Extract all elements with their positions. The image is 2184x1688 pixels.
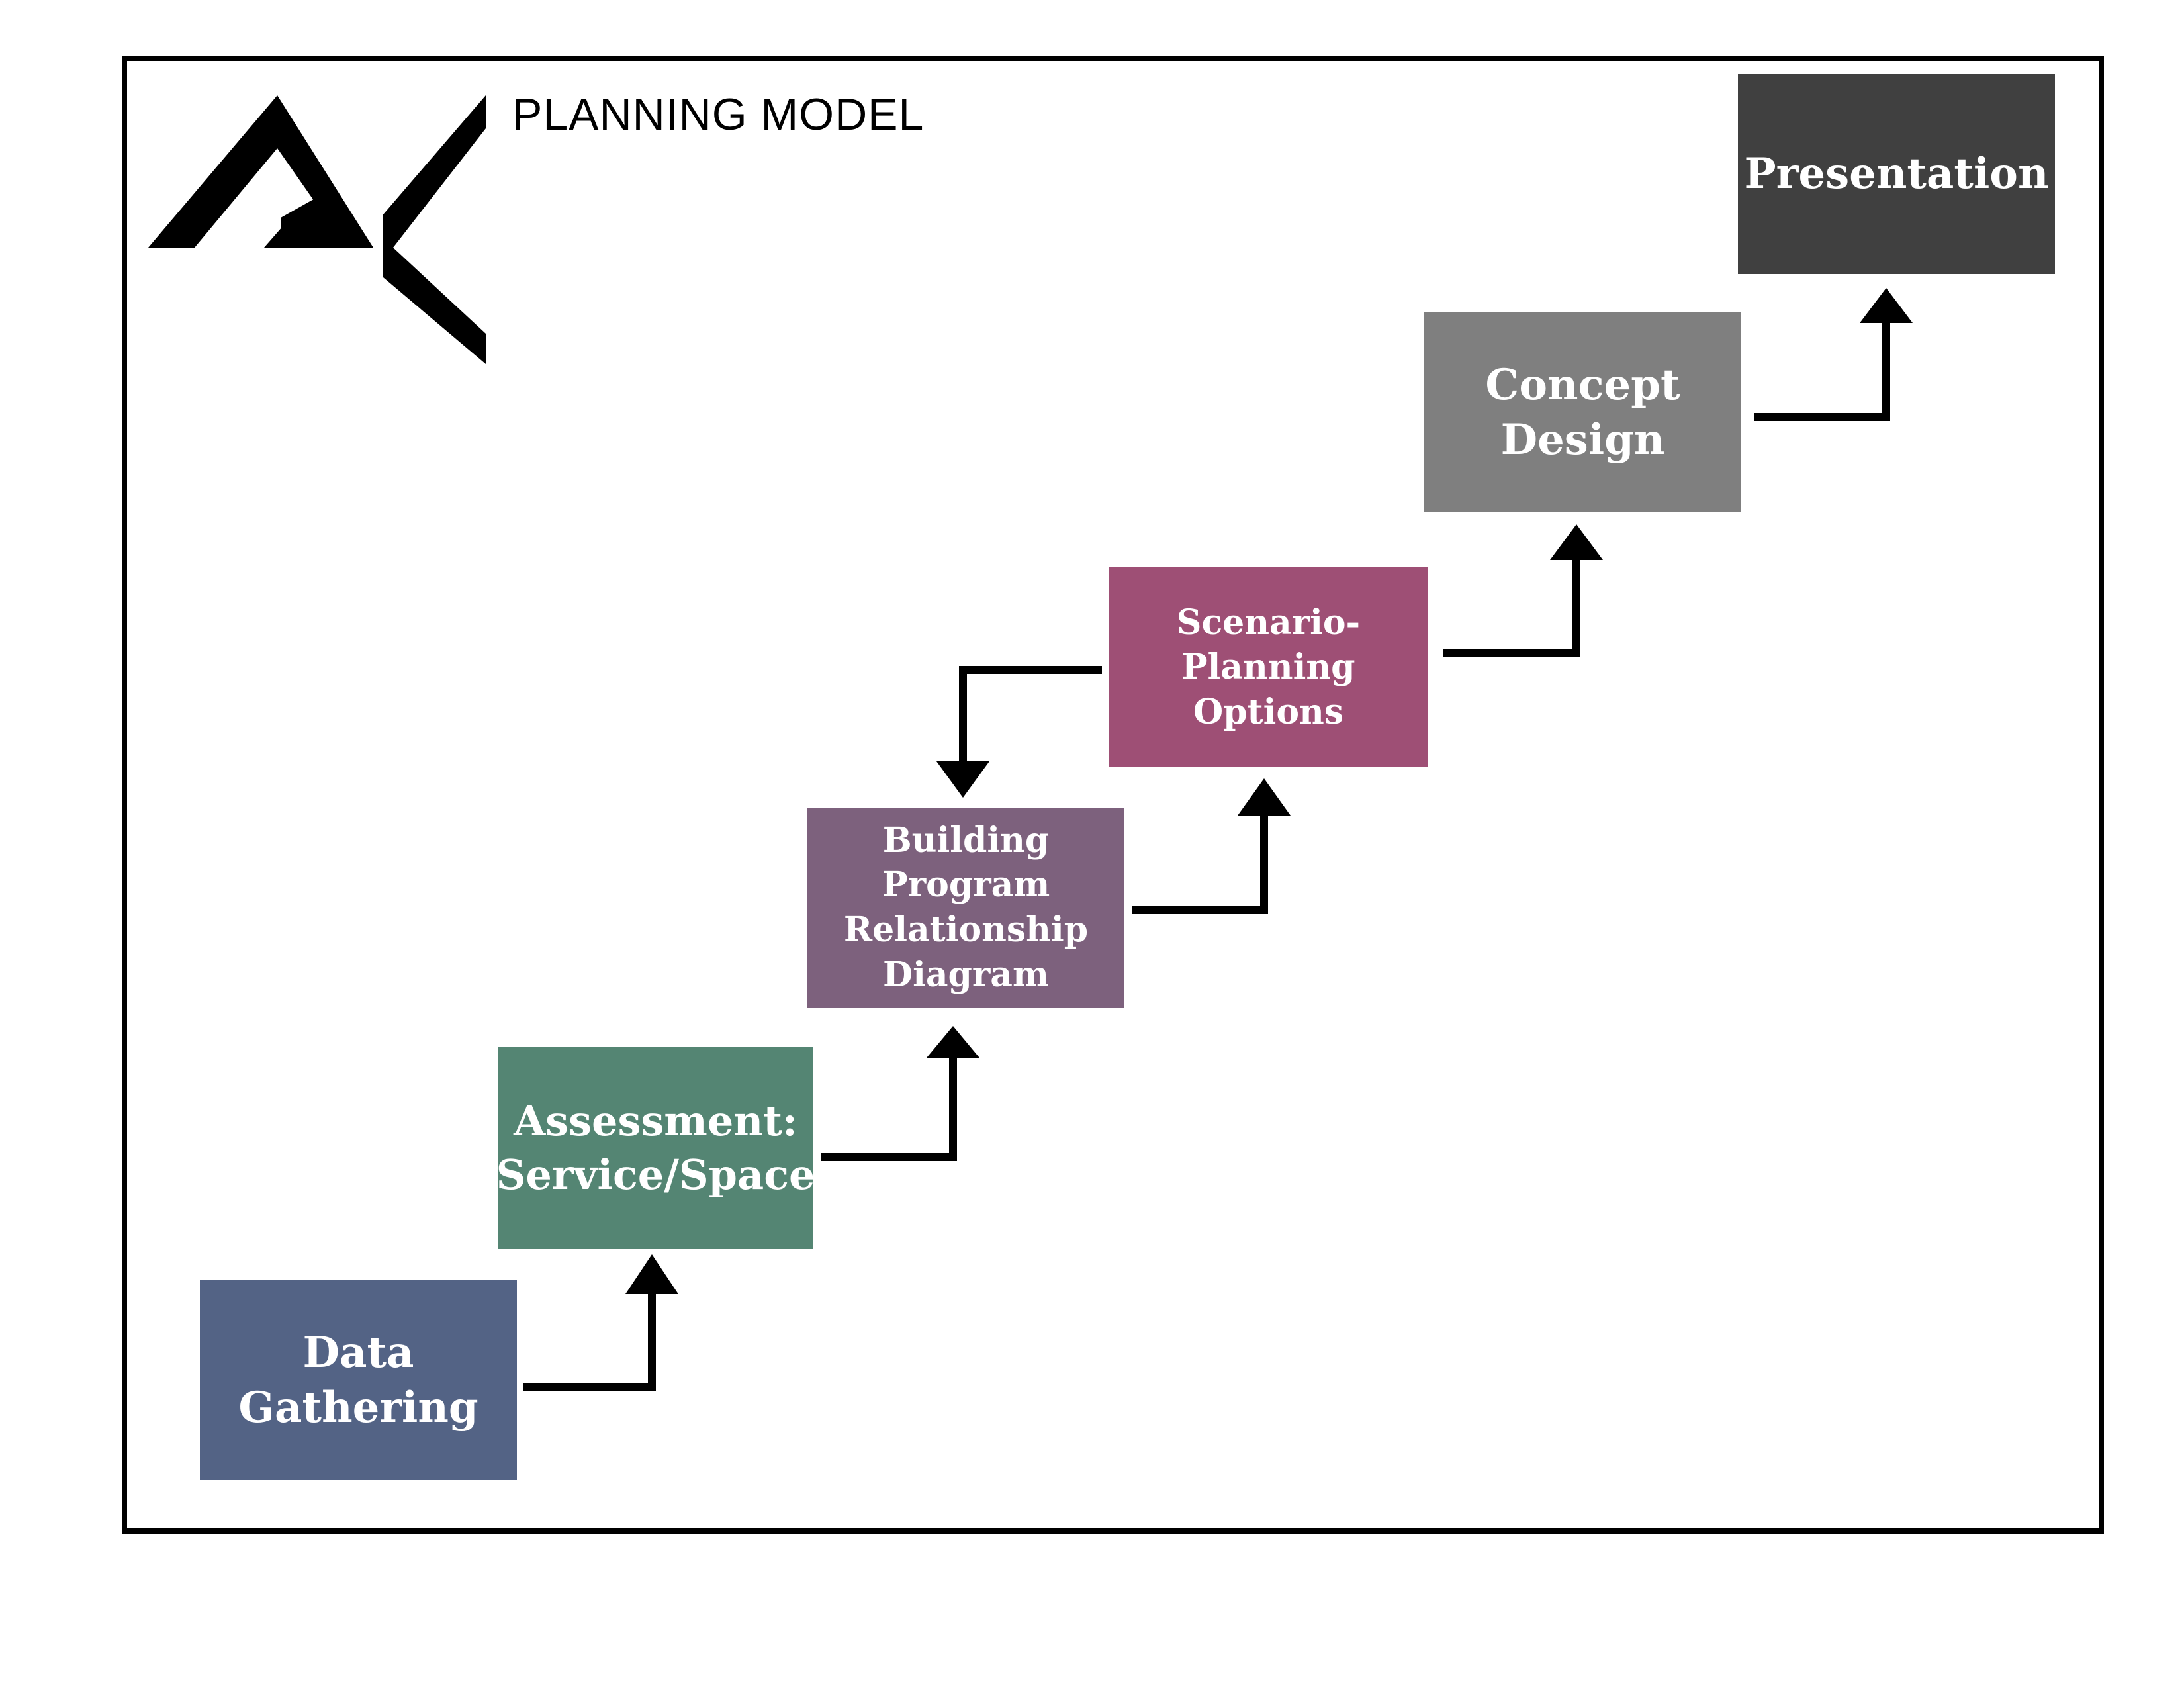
- step-presentation: Presentation: [1738, 74, 2055, 274]
- step-scenario-planning: Scenario-Planning Options: [1109, 567, 1428, 767]
- step-data-gathering: Data Gathering: [200, 1280, 517, 1480]
- step-label: Presentation: [1744, 149, 2049, 199]
- step-label: Building Program Relationship Diagram: [843, 820, 1089, 995]
- step-building-program: Building Program Relationship Diagram: [807, 808, 1124, 1008]
- step-assessment: Assessment: Service/Space: [496, 1047, 815, 1249]
- step-label: Concept Design: [1485, 359, 1680, 465]
- step-label: Scenario-Planning Options: [1176, 602, 1361, 732]
- page-title: PLANNING MODEL: [512, 89, 925, 140]
- step-label: Assessment: Service/Space: [496, 1096, 815, 1199]
- ak-logo-icon: [148, 95, 486, 364]
- step-label: Data Gathering: [238, 1327, 478, 1432]
- step-concept-design: Concept Design: [1424, 312, 1741, 512]
